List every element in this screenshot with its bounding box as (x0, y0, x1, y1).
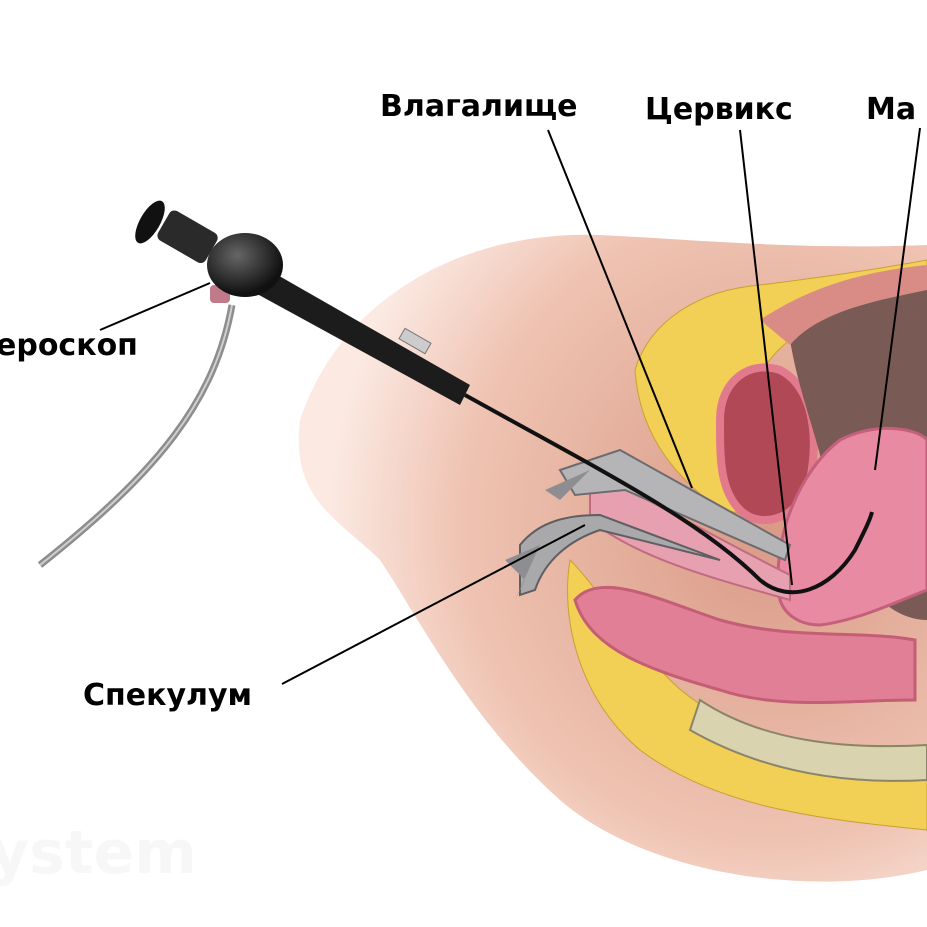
label-cervix: Цервикс (645, 92, 793, 127)
leader-line-cervix (739, 129, 793, 586)
hysteroscope-body (207, 233, 283, 297)
label-vagina: Влагалище (380, 89, 578, 124)
hysteroscope-grip (157, 210, 218, 264)
uterus (776, 426, 927, 627)
hysteroscope-cable-highlight (39, 304, 233, 566)
label-hysteroscope: ероскоп (0, 328, 138, 363)
leader-line-uterus (874, 127, 921, 471)
hysteroscope-valve (398, 327, 432, 355)
speculum-handle (505, 470, 590, 600)
spine (688, 698, 927, 782)
speculum-lower-blade (519, 513, 721, 597)
label-uterus: Ма (866, 92, 917, 127)
rectum (573, 585, 917, 704)
leader-line-hysteroscope (99, 282, 211, 331)
hysteroscope-thin-shaft (464, 393, 874, 595)
hysteroscope-shaft (250, 265, 470, 405)
label-speculum: Спекулум (83, 678, 253, 713)
leader-line-vagina (547, 129, 693, 489)
watermark: ystem (0, 818, 197, 888)
leader-line-speculum (281, 524, 586, 685)
hysteroscope-eyepiece (135, 200, 165, 244)
muscle-band (760, 265, 927, 345)
